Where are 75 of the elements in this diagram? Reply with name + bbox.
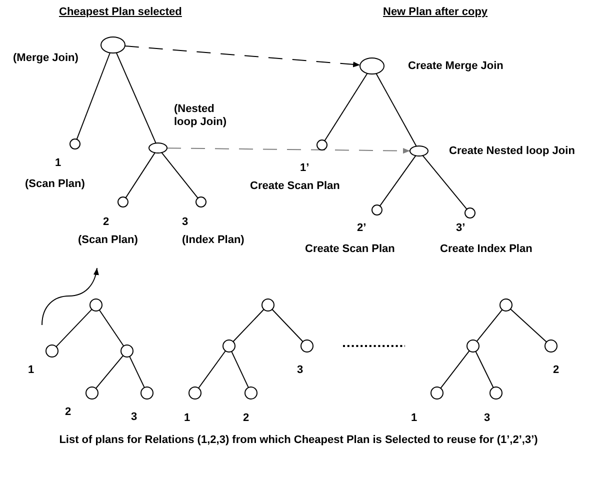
node-caption: 3 — [131, 411, 138, 424]
tree-branch-line — [129, 356, 145, 388]
node-caption: 1 — [184, 412, 190, 425]
node-caption: Create Nested loop Join — [449, 145, 575, 158]
plan-node-circle — [140, 386, 154, 400]
plan-node-circle — [117, 196, 129, 208]
node-caption: 3 — [297, 364, 304, 377]
dashed-arrow — [166, 148, 410, 154]
plan-node-circle — [371, 204, 383, 216]
node-caption: (Merge Join) — [13, 52, 78, 65]
plan-node-circle — [359, 57, 385, 75]
node-caption: Create Scan Plan — [250, 180, 340, 193]
tree-branch-line — [324, 72, 368, 142]
tree-branch-line — [510, 308, 548, 342]
node-caption: (Scan Plan) — [25, 178, 85, 191]
tree-branch-line — [125, 152, 156, 198]
plan-node-circle — [464, 207, 476, 219]
node-caption: 2 — [65, 406, 72, 419]
tree-branch-line — [198, 350, 226, 389]
node-caption: 1 — [411, 412, 418, 425]
plan-node-circle — [544, 339, 558, 353]
plan-node-circle — [466, 339, 480, 353]
tree-branch-line — [422, 155, 468, 210]
node-caption: 3’ — [456, 222, 466, 235]
tree-branch-line — [116, 52, 156, 144]
tree-branch-line — [440, 350, 470, 389]
node-caption: 2 — [243, 412, 250, 425]
tree-branch-line — [76, 52, 111, 140]
tree-branch-line — [232, 308, 264, 342]
node-caption: (Index Plan) — [182, 234, 244, 247]
node-caption: Create Merge Join — [408, 60, 504, 73]
plan-node-circle — [69, 138, 81, 150]
node-caption: Create Index Plan — [440, 243, 532, 256]
node-caption: 2 — [103, 216, 110, 229]
node-caption: 1’ — [300, 162, 310, 175]
tree-branch-line — [476, 309, 503, 342]
plan-node-circle — [244, 386, 258, 400]
section-heading: New Plan after copy — [383, 6, 488, 19]
plan-node-circle — [120, 344, 134, 358]
plan-node-circle — [409, 145, 429, 157]
plan-node-circle — [148, 142, 168, 154]
tree-branch-line — [56, 308, 92, 348]
node-caption: (Nested loop Join) — [174, 103, 228, 129]
section-heading: Cheapest Plan selected — [59, 6, 182, 19]
plan-node-circle — [100, 36, 126, 54]
tree-branch-line — [161, 152, 198, 199]
node-caption: 3 — [182, 216, 188, 229]
plan-node-circle — [222, 339, 236, 353]
plan-node-circle — [316, 139, 328, 151]
node-caption: Create Scan Plan — [305, 243, 395, 256]
plan-node-circle — [489, 386, 503, 400]
plan-node-circle — [499, 298, 513, 312]
tree-branch-line — [98, 309, 124, 347]
plan-node-circle — [300, 339, 314, 353]
node-caption: 1 — [55, 157, 62, 170]
plan-node-circle — [430, 386, 444, 400]
tree-branch-line — [95, 355, 124, 389]
node-caption: 2 — [553, 364, 560, 377]
plan-node-circle — [45, 344, 59, 358]
plan-node-circle — [261, 298, 275, 312]
tree-branch-line — [231, 350, 249, 388]
caption: List of plans for Relations (1,2,3) from which Cheapest Plan is Selected to reuse for (1’,2’,3’) — [59, 434, 538, 447]
plan-node-circle — [195, 196, 207, 208]
node-caption: 3 — [484, 412, 490, 425]
tree-branch-line — [475, 350, 494, 388]
plan-node-circle — [85, 386, 99, 400]
plan-node-circle — [89, 298, 103, 312]
dashed-arrow — [124, 45, 361, 68]
tree-branch-line — [379, 155, 416, 206]
tree-branch-line — [272, 308, 304, 342]
plan-node-circle — [188, 386, 202, 400]
tree-branch-line — [376, 73, 417, 147]
node-caption: 2’ — [357, 222, 366, 235]
node-caption: (Scan Plan) — [78, 234, 138, 247]
node-caption: 1 — [28, 364, 34, 377]
